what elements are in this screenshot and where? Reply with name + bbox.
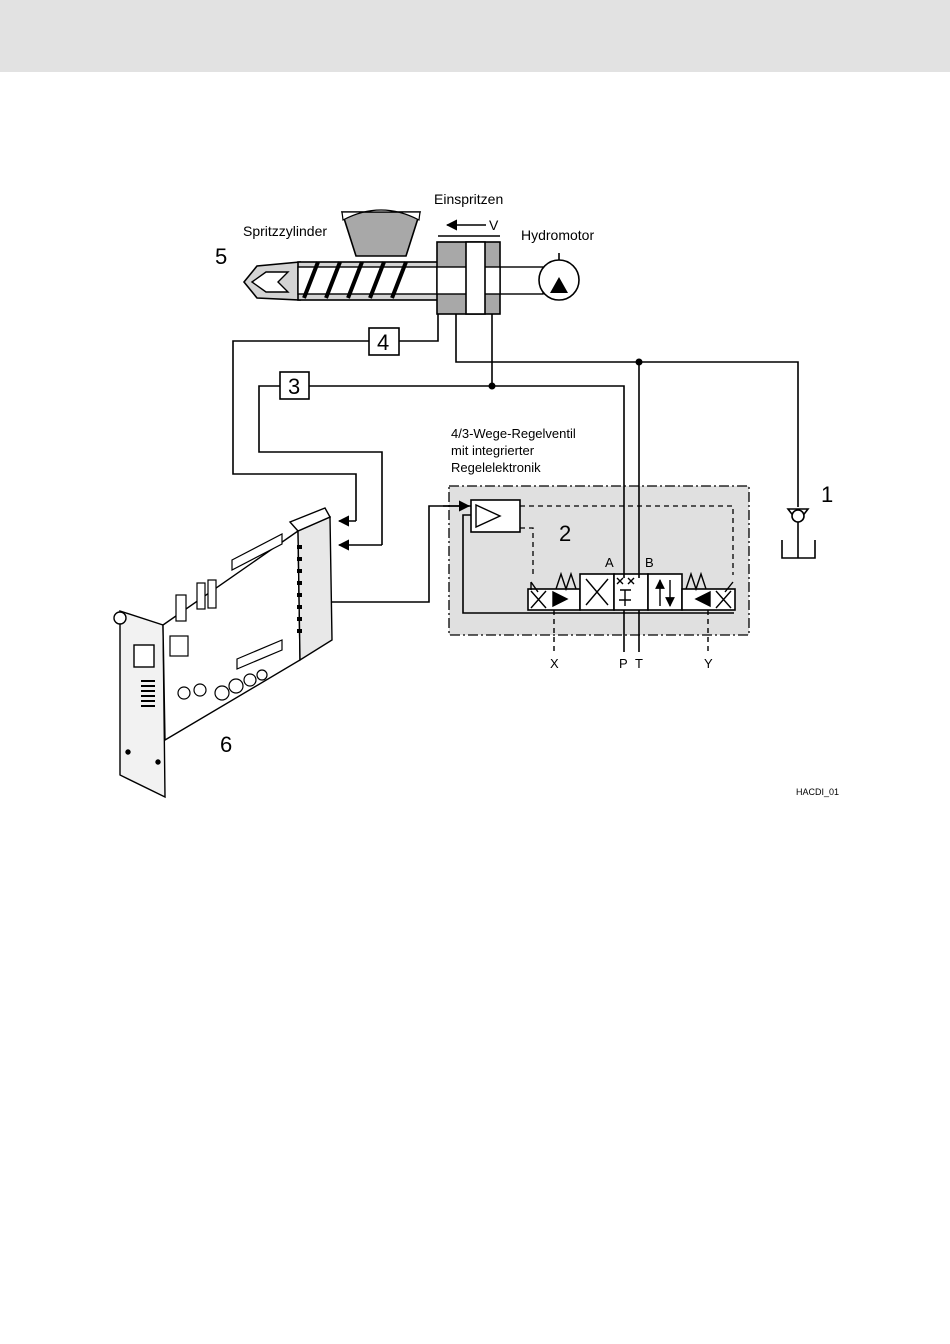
label-valve-line3: Regelelektronik bbox=[451, 460, 541, 475]
label-einspritzen: Einspritzen bbox=[434, 191, 503, 207]
label-port-b: B bbox=[645, 555, 654, 570]
label-port-a: A bbox=[605, 555, 614, 570]
callout-6: 6 bbox=[220, 732, 232, 757]
callout-2: 2 bbox=[559, 521, 571, 546]
label-valve-line2: mit integrierter bbox=[451, 443, 535, 458]
label-port-y: Y bbox=[704, 656, 713, 671]
callout-3: 3 bbox=[288, 374, 300, 399]
junction-dot bbox=[636, 359, 643, 366]
check-valve-tank-icon bbox=[782, 509, 815, 558]
label-port-p: P bbox=[619, 656, 628, 671]
callout-4: 4 bbox=[377, 330, 389, 355]
label-spritzzylinder: Spritzzylinder bbox=[243, 223, 327, 239]
label-valve-line1: 4/3-Wege-Regelventil bbox=[451, 426, 576, 441]
junction-dot bbox=[489, 383, 496, 390]
label-velocity: V bbox=[489, 217, 499, 233]
label-port-x: X bbox=[550, 656, 559, 671]
hopper bbox=[342, 212, 420, 256]
label-port-t: T bbox=[635, 656, 643, 671]
callout-5: 5 bbox=[215, 244, 227, 269]
callout-1: 1 bbox=[821, 482, 833, 507]
figure-code: HACDI_01 bbox=[796, 787, 839, 797]
label-hydromotor: Hydromotor bbox=[521, 227, 594, 243]
